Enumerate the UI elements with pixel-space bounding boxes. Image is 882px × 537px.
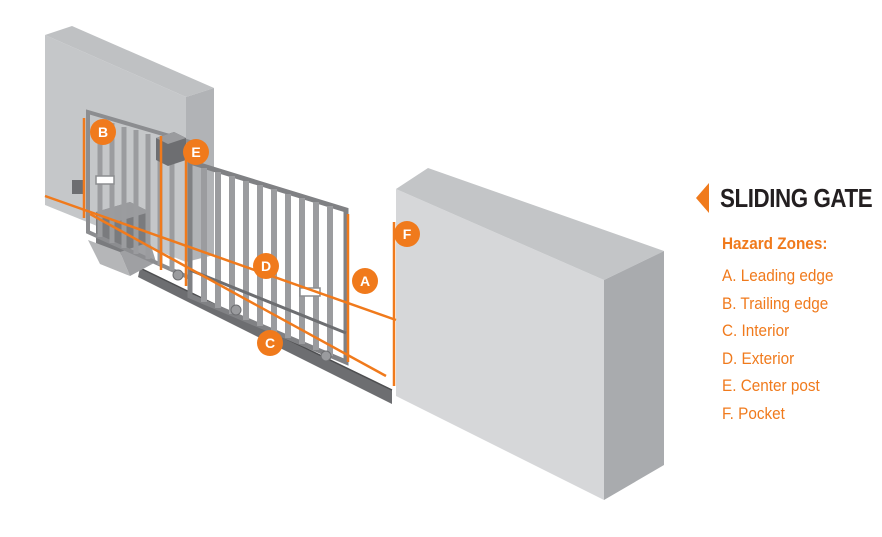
svg-text:D: D — [261, 258, 271, 274]
legend: SLIDING GATE Hazard Zones: A. Leading ed… — [696, 180, 876, 423]
list-item: A. Leading edge — [722, 266, 834, 285]
svg-text:C: C — [265, 335, 275, 351]
zone-badge-e: E — [183, 139, 209, 165]
hazard-zone-lines — [44, 118, 397, 386]
left-wall — [45, 26, 214, 262]
list-item: E. Center post — [722, 376, 820, 395]
triangle-left-icon — [696, 183, 709, 213]
diagram-title: SLIDING GATE — [720, 182, 873, 213]
hazard-zone-list: A. Leading edge B. Trailing edge C. Inte… — [722, 262, 846, 427]
list-item: B. Trailing edge — [722, 293, 829, 313]
legend-header: SLIDING GATE — [696, 180, 876, 216]
zone-badge-f: F — [394, 221, 420, 247]
list-item: D. Exterior — [722, 348, 795, 368]
hazard-zones-heading: Hazard Zones: — [722, 234, 828, 253]
zone-badge-b: B — [90, 119, 116, 145]
zone-badge-a: A — [352, 268, 378, 294]
zone-badge-d: D — [253, 253, 279, 279]
sliding-gate-panel — [172, 158, 349, 366]
svg-text:A: A — [360, 273, 370, 289]
center-post — [156, 132, 186, 166]
right-wall — [396, 168, 664, 500]
list-item: F. Pocket — [722, 403, 785, 423]
list-item: C. Interior — [722, 321, 790, 340]
zone-badge-c: C — [257, 330, 283, 356]
svg-text:F: F — [403, 226, 412, 242]
svg-text:B: B — [98, 124, 108, 140]
svg-text:E: E — [191, 144, 200, 160]
